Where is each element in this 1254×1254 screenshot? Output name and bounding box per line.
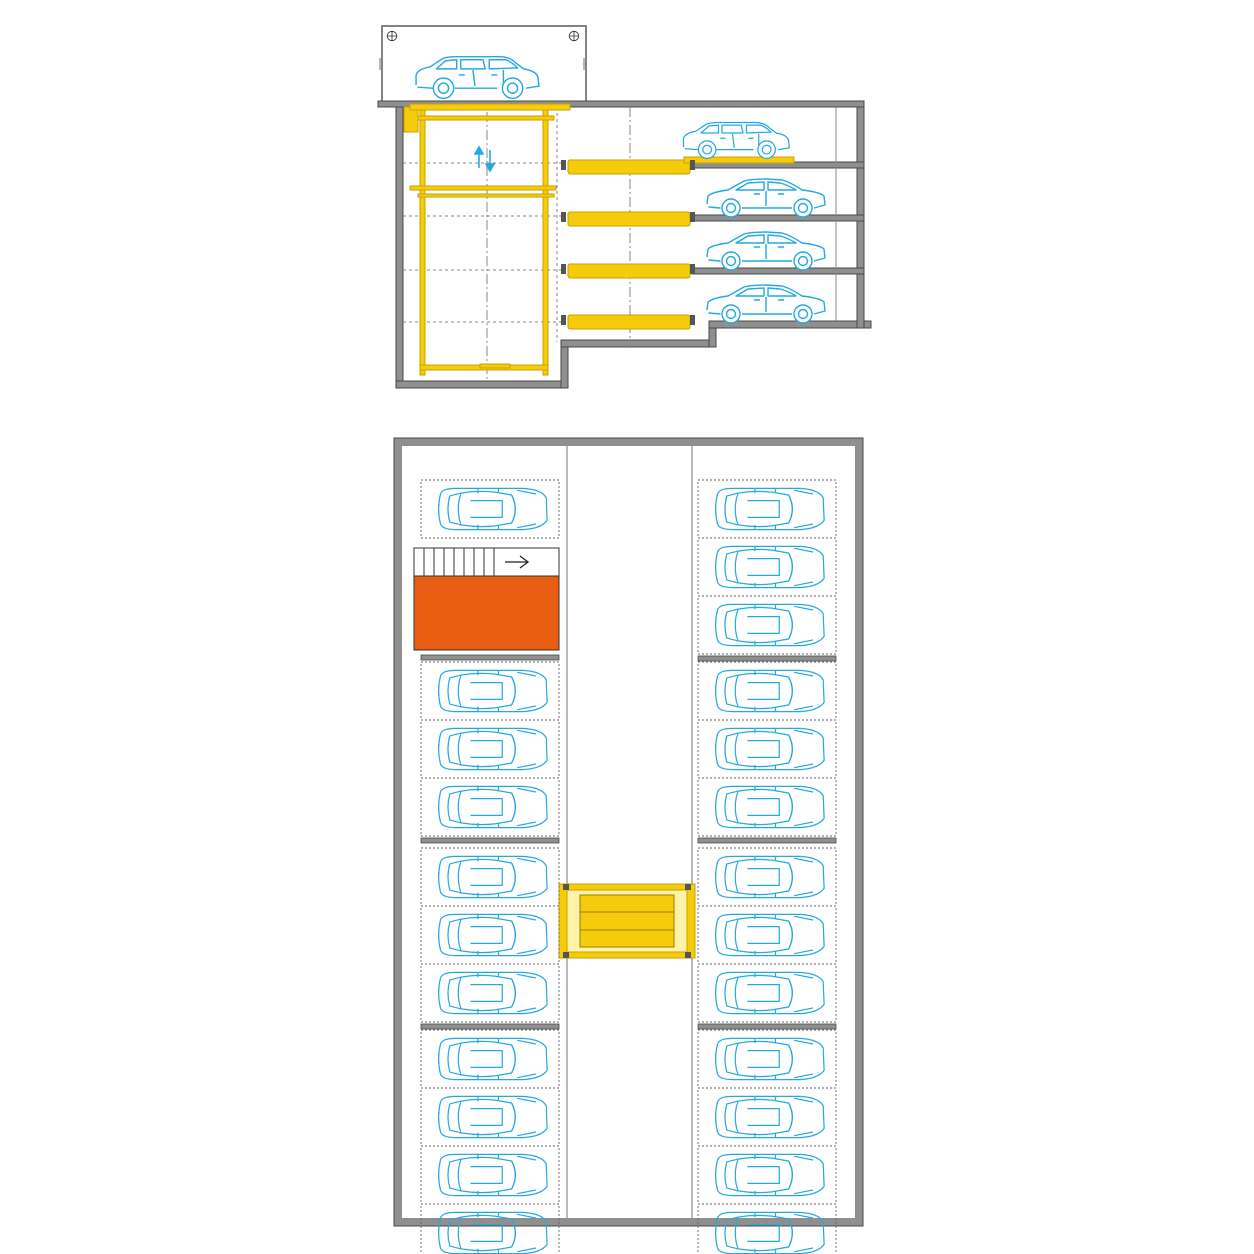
- storage-pallets: [567, 156, 795, 330]
- up-down-arrows-icon: [473, 145, 496, 173]
- level-4-sedan-car-icon: [706, 284, 826, 324]
- plan-view: [393, 437, 864, 1254]
- level-1-suv-car-icon: [682, 121, 791, 160]
- right-stall-6: [697, 777, 837, 837]
- left-stall-4: [420, 777, 560, 837]
- row-separator: [697, 655, 837, 662]
- row-separator: [420, 837, 560, 844]
- stair-landing: [413, 575, 560, 651]
- section-view: [377, 25, 872, 389]
- right-stall-9: [697, 963, 837, 1023]
- row-separator: [697, 837, 837, 844]
- stair-arrow-icon: [505, 555, 530, 569]
- level-2-sedan-car-icon: [706, 178, 826, 218]
- row-separator: [697, 1023, 837, 1030]
- left-stall-7: [420, 963, 560, 1023]
- stair-block: [413, 547, 560, 651]
- right-stall-13: [697, 1203, 837, 1254]
- entry-marker-left-icon: [386, 30, 398, 42]
- lift-shaft: [377, 100, 872, 389]
- section-cars: [682, 121, 826, 324]
- right-stall-3: [697, 595, 837, 655]
- entry-booth: [379, 25, 587, 107]
- plan-stalls: [420, 479, 837, 1254]
- shuttle-icon: [558, 883, 696, 959]
- left-stall-1: [420, 479, 560, 539]
- row-separator: [420, 654, 560, 661]
- entry-marker-right-icon: [568, 30, 580, 42]
- level-3-sedan-car-icon: [706, 231, 826, 271]
- row-separator: [420, 1023, 560, 1030]
- left-stall-11: [420, 1203, 560, 1254]
